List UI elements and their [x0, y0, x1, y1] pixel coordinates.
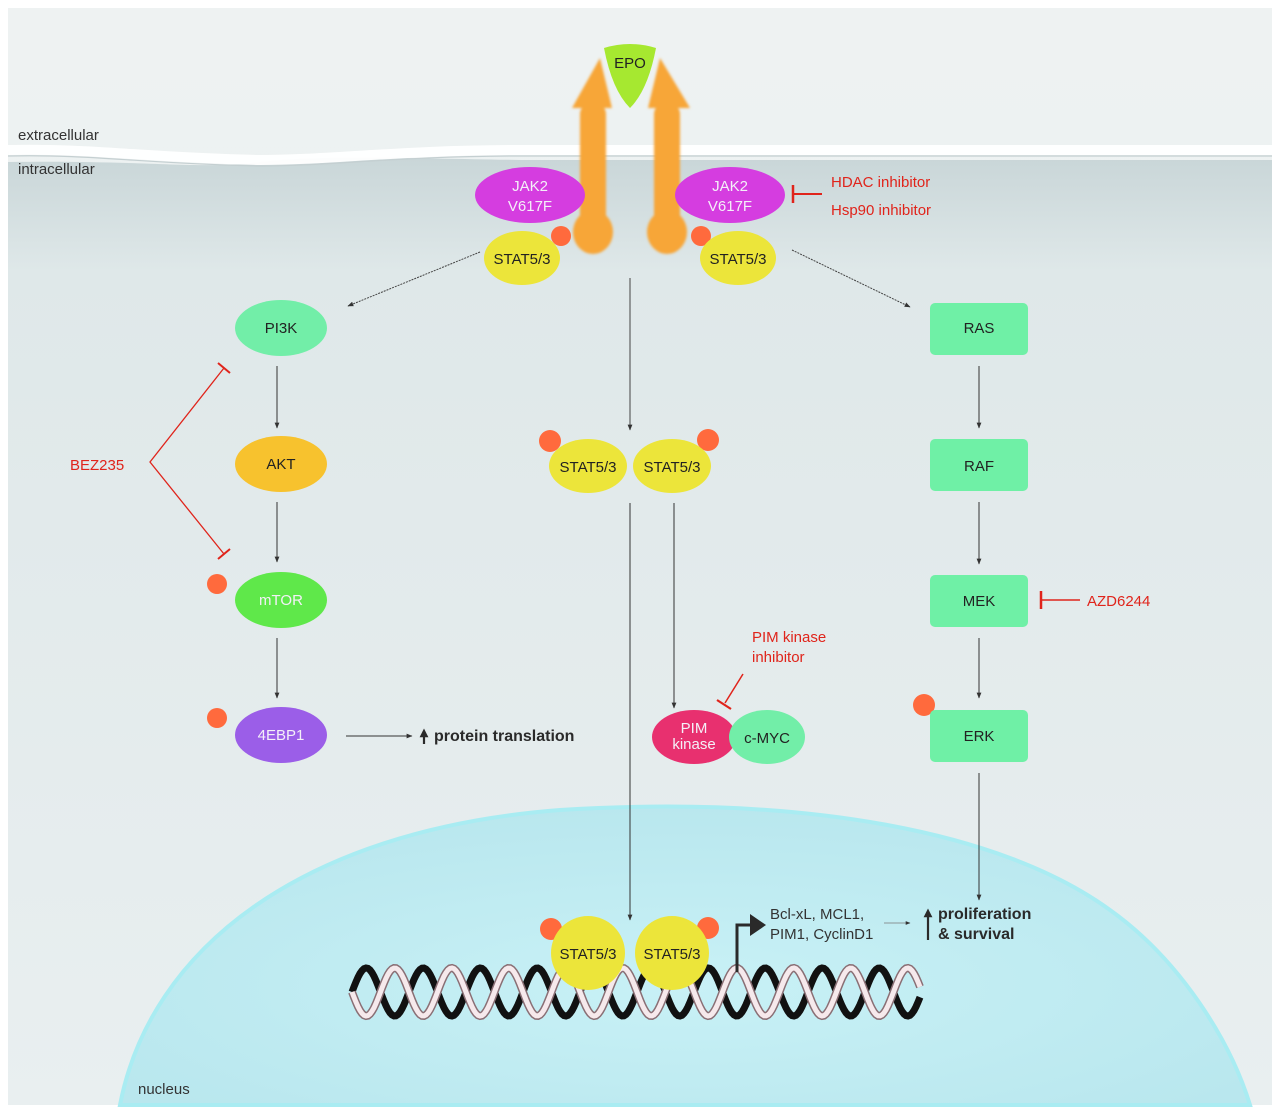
akt-node: AKT — [235, 436, 327, 492]
phospho-dot — [207, 574, 227, 594]
protein-translation-output: protein translation — [419, 728, 574, 745]
transcription-start-arrow — [735, 923, 752, 972]
nuclear-stat-label-2: STAT5/3 — [644, 946, 701, 963]
stat-dimer-cytoplasm: STAT5/3 STAT5/3 — [549, 439, 711, 493]
azd6244-label: AZD6244 — [1087, 593, 1150, 610]
4ebp1-node: 4EBP1 — [235, 707, 327, 763]
pim-inhibitor-label-2: inhibitor — [752, 649, 805, 666]
phospho-dot — [697, 429, 719, 451]
pim-kinase-node: PIM kinase — [652, 710, 736, 764]
mtor-label: mTOR — [259, 592, 303, 609]
stat-dimer-label-1: STAT5/3 — [560, 459, 617, 476]
cell-membrane — [7, 144, 1272, 166]
ras-label: RAS — [964, 320, 995, 337]
target-genes-line-2: PIM1, CyclinD1 — [770, 926, 873, 943]
hsp90-inhibitor-label: Hsp90 inhibitor — [831, 202, 931, 219]
mtor-node: mTOR — [235, 572, 327, 628]
ras-node: RAS — [930, 303, 1028, 355]
stat-dimer-nucleus: STAT5/3 STAT5/3 — [551, 916, 709, 990]
mek-node: MEK — [930, 575, 1028, 627]
stat-left: STAT5/3 — [484, 231, 560, 285]
c-myc-label: c-MYC — [744, 730, 790, 747]
outcome-line-2: & survival — [938, 926, 1014, 943]
phospho-dot — [551, 226, 571, 246]
4ebp1-label: 4EBP1 — [258, 727, 305, 744]
stat-dimer-label-2: STAT5/3 — [644, 459, 701, 476]
label-nucleus: nucleus — [138, 1081, 190, 1098]
phospho-dot — [207, 708, 227, 728]
epo-receptor: EPO — [572, 44, 690, 254]
epo-label: EPO — [614, 55, 646, 72]
hdac-hsp90-inhibition: HDAC inhibitor Hsp90 inhibitor — [791, 174, 931, 219]
outcome-line-1: proliferation — [938, 906, 1031, 923]
erk-node: ERK — [930, 710, 1028, 762]
jak2-left-label-1: JAK2 — [512, 178, 548, 195]
arrow-to-pi3k — [347, 251, 481, 307]
pim-inhibition: PIM kinase inhibitor — [716, 629, 826, 710]
pi3k-label: PI3K — [265, 320, 298, 337]
c-myc-node: c-MYC — [729, 710, 805, 764]
pim-label-2: kinase — [672, 736, 715, 753]
pi3k-node: PI3K — [235, 300, 327, 356]
jak2-right: JAK2 V617F — [675, 167, 785, 223]
pim-label-1: PIM — [681, 720, 708, 737]
raf-label: RAF — [964, 458, 994, 475]
label-extracellular: extracellular — [18, 127, 99, 144]
phospho-dot — [539, 430, 561, 452]
nuclear-stat-label-1: STAT5/3 — [560, 946, 617, 963]
akt-label: AKT — [266, 456, 295, 473]
hdac-inhibitor-label: HDAC inhibitor — [831, 174, 930, 191]
azd6244-inhibition: AZD6244 — [1039, 591, 1150, 610]
stat-right: STAT5/3 — [700, 231, 776, 285]
bez235-inhibition: BEZ235 — [70, 362, 231, 560]
jak2-right-label-1: JAK2 — [712, 178, 748, 195]
transcription-arrow-head — [750, 914, 766, 936]
stat-right-label: STAT5/3 — [710, 251, 767, 268]
raf-node: RAF — [930, 439, 1028, 491]
label-intracellular: intracellular — [18, 161, 95, 178]
pim-inhibitor-label-1: PIM kinase — [752, 629, 826, 646]
epo-ligand — [604, 44, 656, 108]
phospho-dot — [913, 694, 935, 716]
dna-helix — [348, 963, 924, 1021]
dna-strand-light — [349, 965, 923, 1019]
mek-label: MEK — [963, 593, 996, 610]
arrow-to-ras — [791, 249, 911, 308]
jak2-left-label-2: V617F — [508, 198, 552, 215]
jak2-right-label-2: V617F — [708, 198, 752, 215]
bez235-label: BEZ235 — [70, 457, 124, 474]
protein-translation-label: protein translation — [434, 728, 574, 745]
erk-label: ERK — [964, 728, 995, 745]
stat-left-label: STAT5/3 — [494, 251, 551, 268]
jak2-left: JAK2 V617F — [475, 167, 585, 223]
membrane-edge — [7, 155, 1272, 167]
phospho-dot — [691, 226, 711, 246]
target-genes-line-1: Bcl-xL, MCL1, — [770, 906, 864, 923]
